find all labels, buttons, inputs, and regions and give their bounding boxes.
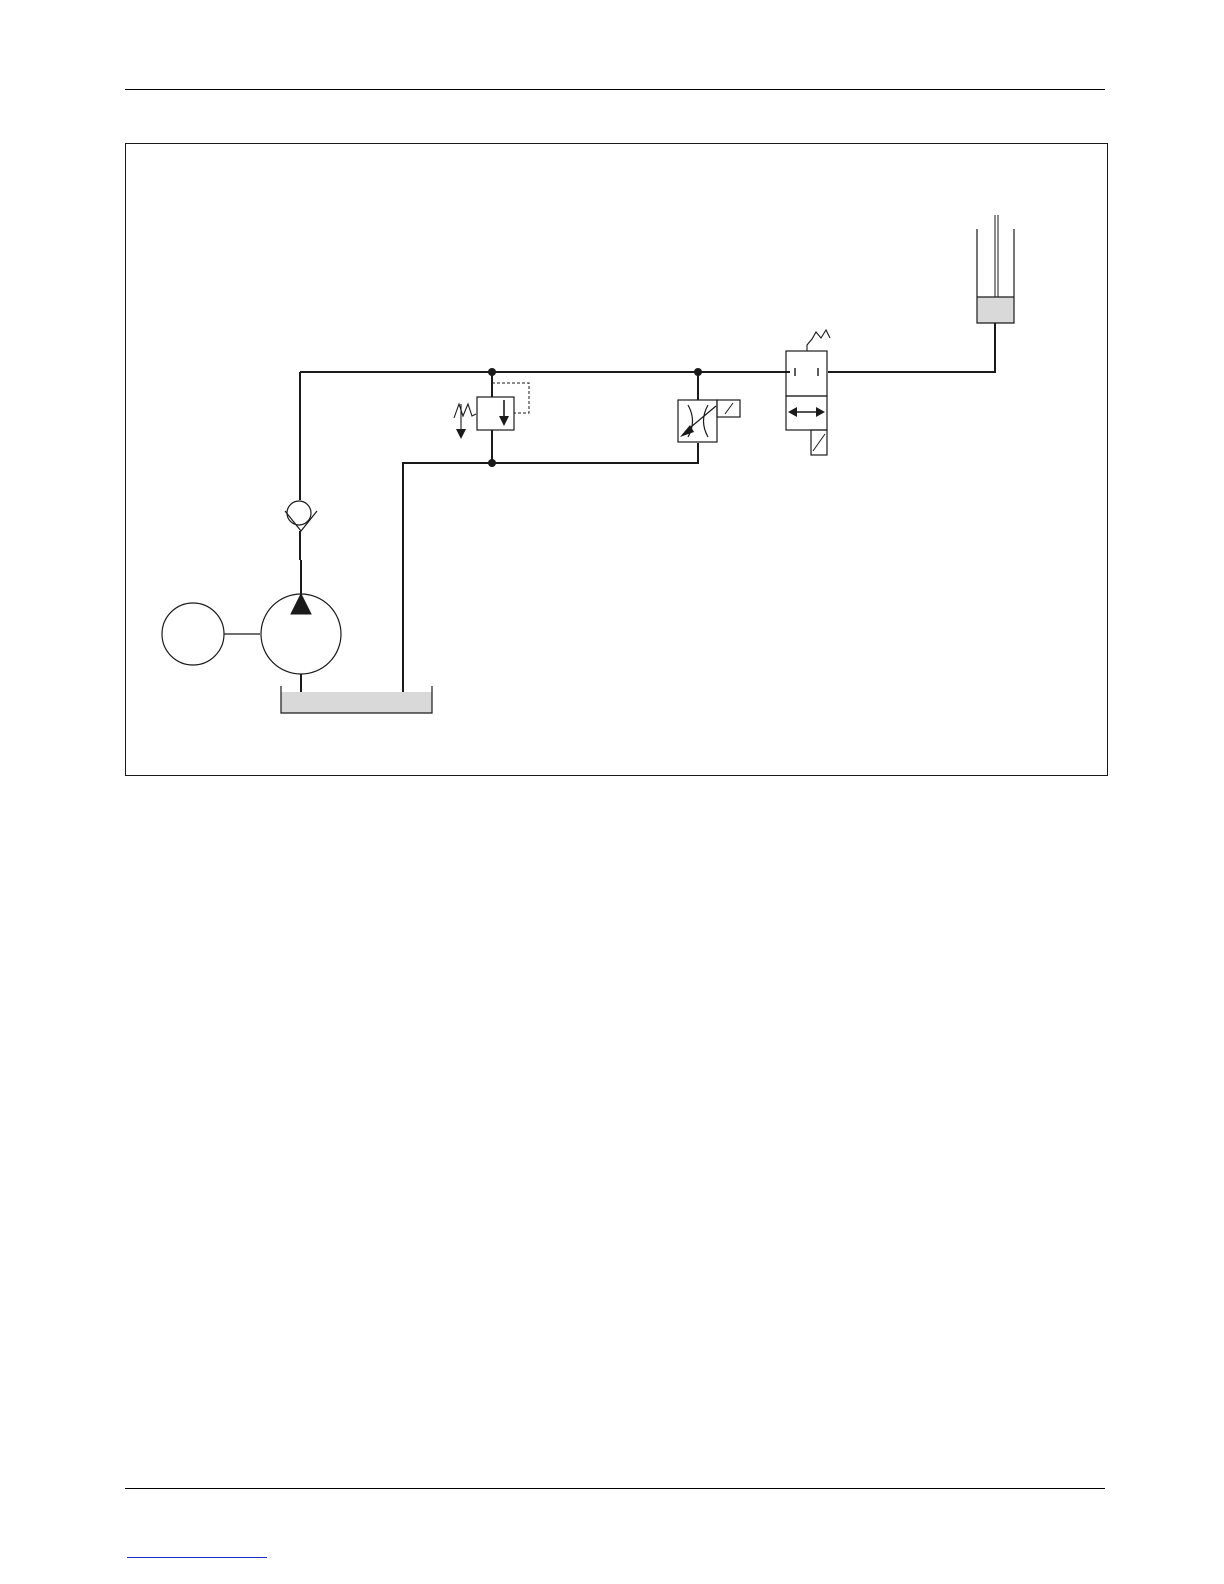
pressure-relief-valve [454, 372, 529, 463]
hydraulic-pump [261, 560, 341, 692]
hydraulic-circuit-diagram [125, 143, 1108, 776]
check-valve [285, 501, 317, 560]
figure-frame [126, 144, 1108, 776]
return-line [403, 443, 698, 692]
reservoir [281, 686, 432, 713]
variable-flow-control-valve [678, 372, 740, 442]
footer-rule [125, 1488, 1105, 1489]
pressure-line [300, 323, 995, 500]
footer-link[interactable] [127, 1557, 267, 1558]
electric-motor [162, 603, 260, 665]
hydraulic-cylinder [977, 215, 1014, 323]
hydraulic-circuit-figure [125, 143, 1108, 776]
directional-control-valve [786, 330, 830, 455]
header-rule [125, 89, 1105, 90]
